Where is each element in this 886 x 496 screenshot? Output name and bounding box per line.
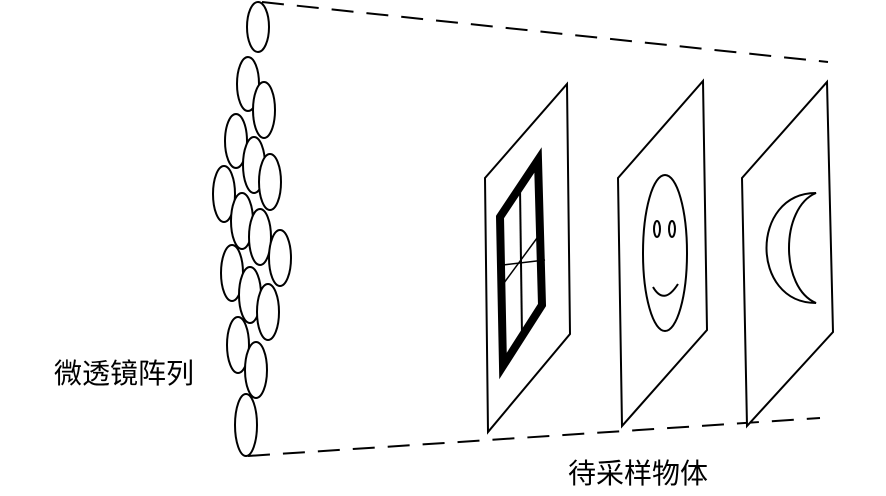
microlens — [244, 341, 268, 399]
crescent-moon-icon — [765, 192, 817, 304]
microlens — [268, 229, 292, 287]
smiley-face-icon — [642, 174, 688, 332]
microlens — [234, 393, 258, 457]
mouth — [652, 283, 679, 297]
objects-to-sample-label: 待采样物体 — [568, 457, 709, 490]
microlens — [246, 1, 270, 53]
microlens — [252, 81, 276, 139]
left-eye — [653, 220, 661, 238]
microlens — [226, 316, 250, 374]
right-eye — [668, 220, 676, 238]
microlens-array — [212, 1, 292, 457]
face-outline — [642, 174, 688, 332]
microlens — [248, 208, 272, 266]
lower-boundary-line — [247, 417, 821, 457]
upper-boundary-line — [261, 1, 829, 63]
microlens — [212, 165, 236, 223]
object-plane — [616, 78, 709, 429]
object-plane-smiley — [616, 78, 709, 429]
object-plane-moon — [740, 79, 835, 429]
microlens — [258, 153, 282, 211]
object-plane — [740, 79, 835, 429]
microlens-array-label: 微透镜阵列 — [54, 357, 195, 390]
window-icon — [495, 147, 547, 380]
microlens — [256, 283, 280, 341]
object-plane-window — [483, 81, 572, 435]
microlens — [224, 113, 248, 169]
projection-boundary — [247, 1, 829, 457]
